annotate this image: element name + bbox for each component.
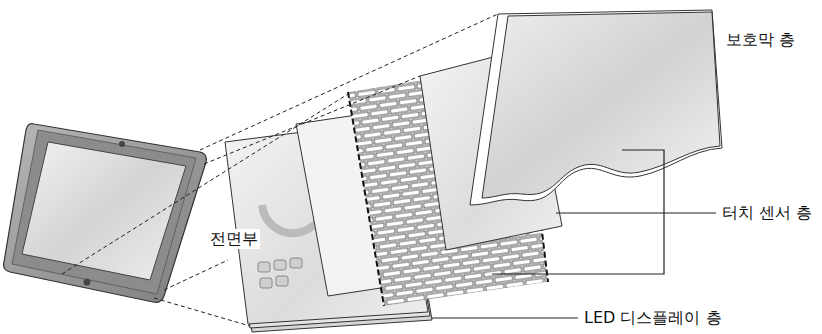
leader-lines [432, 150, 716, 318]
tablet [4, 124, 207, 303]
layer-label: 터치 센서 층 [720, 203, 814, 223]
layer-label: LED 디스플레이 층 [582, 308, 724, 328]
projection-lines [62, 14, 498, 326]
layer-label: 보호막 층 [724, 30, 797, 50]
part-label: 전면부 [208, 229, 260, 249]
protective-layer [470, 10, 722, 205]
